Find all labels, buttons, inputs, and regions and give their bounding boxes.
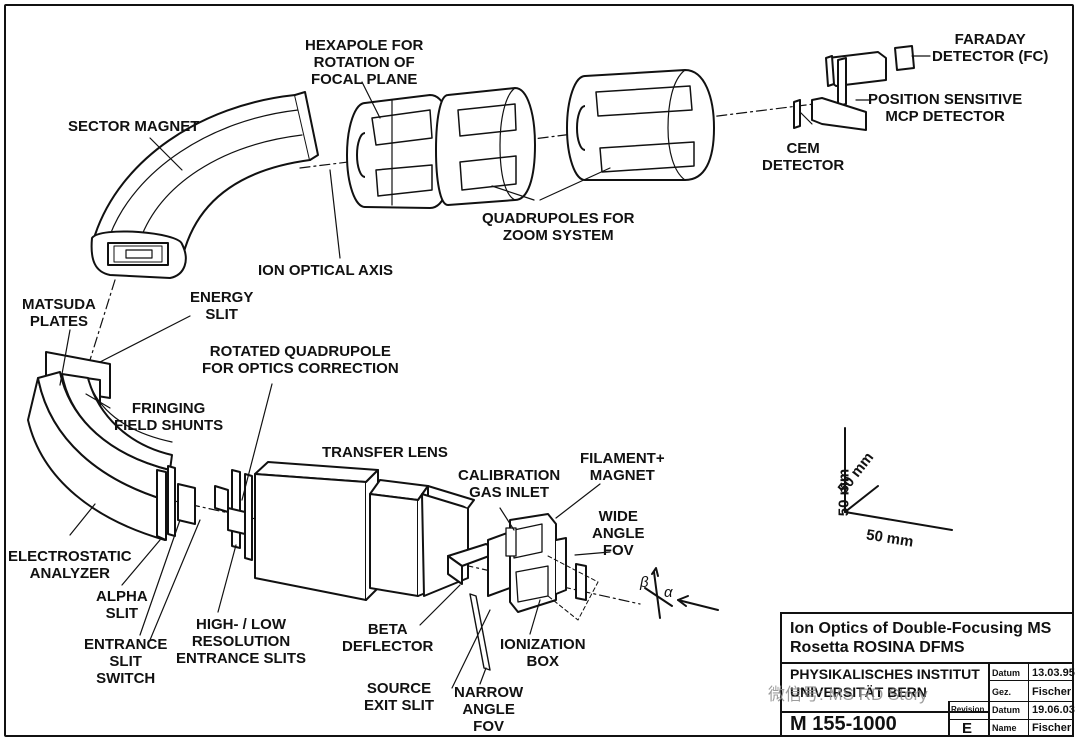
- incoming-beam: [644, 567, 719, 619]
- label-rotated-quadrupole: ROTATED QUADRUPOLE FOR OPTICS CORRECTION: [202, 343, 399, 377]
- label-beta-deflector: BETA DEFLECTOR: [342, 621, 434, 655]
- mcp-detector: [793, 97, 867, 131]
- label-mcp-detector: POSITION SENSITIVE MCP DETECTOR: [868, 91, 1023, 125]
- entrance-slits: [214, 469, 253, 561]
- hexapole: [346, 94, 453, 209]
- datum-value-2: 19.06.03: [1032, 704, 1075, 716]
- alpha-slit: [156, 465, 196, 541]
- title-line-2: Rosetta ROSINA DFMS: [790, 639, 965, 656]
- title-block: Ion Optics of Double-Focusing MS Rosetta…: [780, 612, 1075, 737]
- label-calibration-inlet: CALIBRATION GAS INLET: [458, 467, 561, 501]
- ion-axis-lower: [89, 279, 116, 361]
- label-entrance-slit-switch: ENTRANCE SLIT SWITCH: [84, 636, 168, 687]
- institute-line-1: PHYSIKALISCHES INSTITUT: [790, 666, 980, 682]
- label-transfer-lens: TRANSFER LENS: [322, 444, 448, 461]
- label-filament-magnet: FILAMENT+ MAGNET: [580, 450, 665, 484]
- drawing-number: M 155-1000: [790, 713, 897, 735]
- name-value-1: Fischer: [1032, 686, 1072, 698]
- name-label-2: Name: [992, 723, 1017, 733]
- label-cem-detector: CEM DETECTOR: [762, 140, 845, 174]
- revision-value: E: [962, 720, 973, 737]
- leader-lines: [59, 55, 931, 689]
- datum-label-1: Datum: [992, 668, 1021, 678]
- label-quadrupoles: QUADRUPOLES FOR ZOOM SYSTEM: [482, 210, 635, 244]
- label-narrow-angle-fov: NARROW ANGLE FOV: [454, 684, 524, 735]
- faraday-detector: [825, 45, 915, 107]
- datum-value-1: 13.03.95: [1032, 667, 1075, 679]
- label-beta-angle: β: [640, 574, 649, 591]
- title-line-1: Ion Optics of Double-Focusing MS: [790, 620, 1052, 637]
- label-alpha-angle: α: [664, 584, 673, 601]
- sector-magnet: [90, 91, 319, 279]
- label-energy-slit: ENERGY SLIT: [190, 289, 254, 323]
- datum-label-2: Datum: [992, 705, 1021, 715]
- label-ion-optical-axis: ION OPTICAL AXIS: [258, 262, 394, 279]
- name-label-1: Gez.: [992, 687, 1012, 697]
- drawing-frame: [4, 4, 1074, 737]
- transfer-lens: [254, 461, 475, 601]
- label-electrostatic-analyzer: ELECTROSTATIC ANALYZER: [8, 548, 132, 582]
- label-sector-magnet: SECTOR MAGNET: [68, 118, 200, 135]
- scale-axes: [844, 427, 953, 531]
- ion-source: [447, 513, 599, 671]
- quadrupole-1: [435, 87, 536, 206]
- label-wide-angle-fov: WIDE ANGLE FOV: [592, 508, 645, 559]
- label-faraday-detector: FARADAY DETECTOR (FC): [932, 31, 1049, 65]
- quadrupole-2: [566, 69, 715, 181]
- label-matsuda-plates: MATSUDA PLATES: [22, 296, 96, 330]
- watermark: 微信号: MS RD Story: [768, 685, 928, 704]
- label-alpha-slit: ALPHA SLIT: [96, 588, 148, 622]
- name-value-2: Fischer: [1032, 722, 1072, 734]
- label-hexapole: HEXAPOLE FOR ROTATION OF FOCAL PLANE: [305, 37, 424, 88]
- label-source-exit-slit: SOURCE EXIT SLIT: [364, 680, 435, 714]
- revision-label: Revision: [951, 705, 985, 714]
- label-ionization-box: IONIZATION BOX: [500, 636, 586, 670]
- institute-line-2: UNIVERSITÄT BERN: [790, 684, 927, 700]
- label-fringing-shunts: FRINGING FIELD SHUNTS: [114, 400, 224, 434]
- label-high-low-slits: HIGH- / LOW RESOLUTION ENTRANCE SLITS: [176, 616, 307, 667]
- electrostatic-analyzer: [27, 371, 173, 541]
